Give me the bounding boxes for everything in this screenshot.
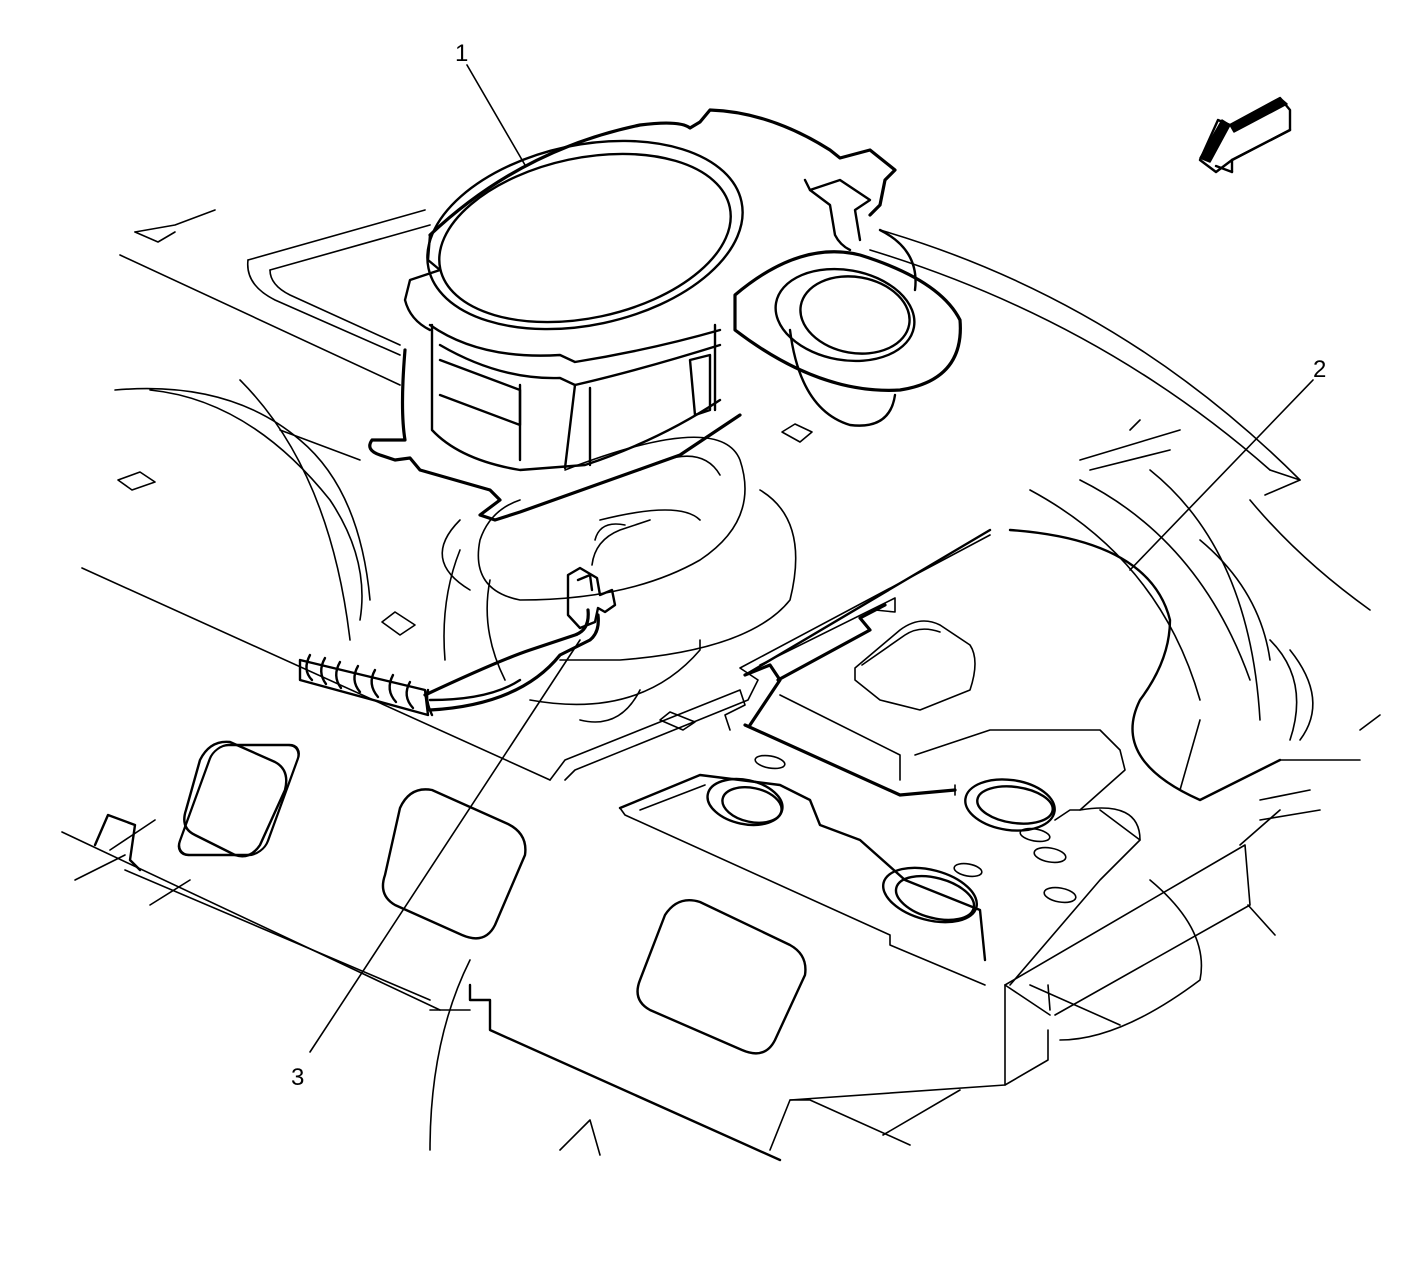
speaker-assembly — [368, 108, 962, 522]
callout-3: 3 — [291, 1064, 305, 1091]
rear-shelf-contours — [869, 229, 1381, 821]
package-shelf-panel — [61, 254, 1281, 1162]
trunk-floor-pan — [441, 436, 1203, 1041]
lower-panel-access-holes — [177, 740, 807, 1055]
leader-line-2 — [1129, 379, 1314, 571]
wiring-harness — [298, 519, 651, 717]
callout-2: 2 — [1313, 356, 1327, 383]
leader-line-3 — [309, 639, 581, 1053]
front-direction-arrow-icon — [1198, 96, 1292, 174]
left-shelf-details — [114, 209, 813, 731]
callout-leaders — [309, 64, 1314, 1053]
leader-line-1 — [466, 64, 526, 166]
callout-1: 1 — [455, 40, 469, 67]
